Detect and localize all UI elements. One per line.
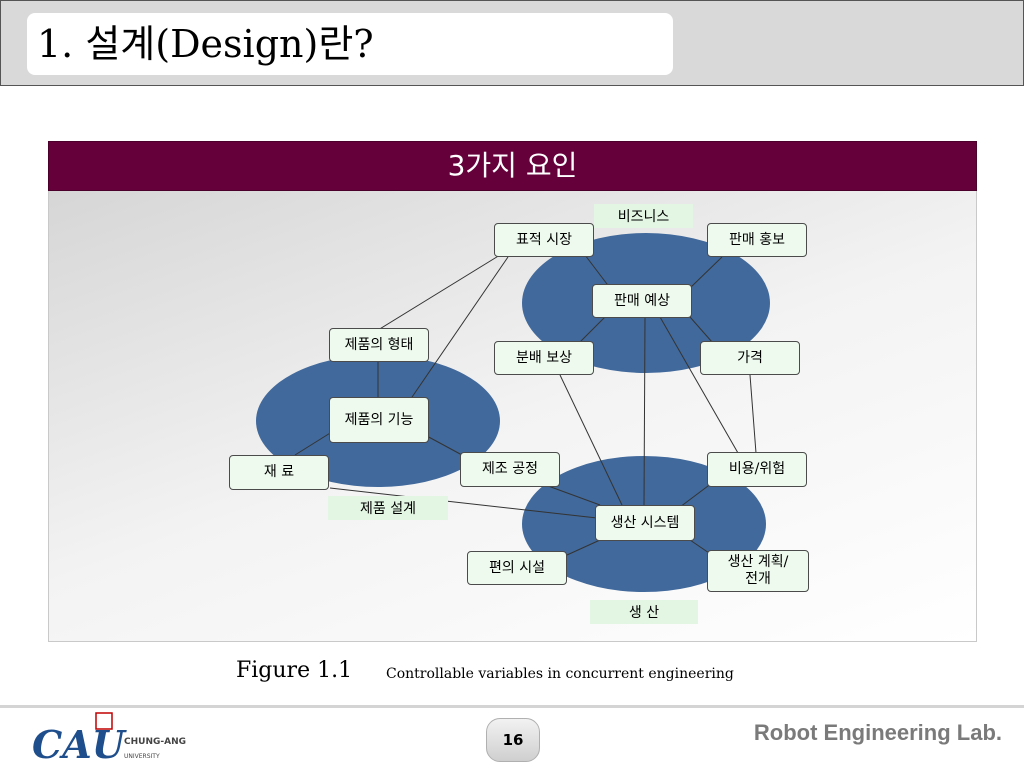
logo-red-square xyxy=(95,712,113,730)
line-target-form xyxy=(377,254,501,331)
line-promo-forecast xyxy=(689,256,723,289)
node-facilities: 편의 시설 xyxy=(467,551,567,585)
node-manufacturing-process: 제조 공정 xyxy=(460,452,560,487)
node-cost-risk: 비용/위험 xyxy=(707,452,807,487)
university-logo: CAU CHUNG-ANG UNIVERSITY xyxy=(32,712,186,766)
logo-mark: CAU xyxy=(32,722,128,766)
node-sales-promotion: 판매 홍보 xyxy=(707,223,807,257)
line-function-material xyxy=(294,429,336,456)
group-label-production: 생 산 xyxy=(590,600,698,624)
logo-text-line2: UNIVERSITY xyxy=(124,753,160,760)
group-label-business: 비즈니스 xyxy=(594,204,693,228)
page-number: 16 xyxy=(486,718,540,762)
node-product-form: 제품의 형태 xyxy=(329,328,429,362)
footer-divider xyxy=(0,705,1024,708)
figure-caption: Controllable variables in concurrent eng… xyxy=(386,666,734,682)
factors-banner: 3가지 요인 xyxy=(48,141,977,191)
slide-header: 1. 설계(Design)란? xyxy=(0,0,1024,86)
line-target-function xyxy=(409,256,509,401)
line-forecast-distribution xyxy=(579,316,606,343)
lab-name: Robot Engineering Lab. xyxy=(753,720,1002,745)
line-forecast-cost xyxy=(659,316,739,454)
line-function-process xyxy=(424,434,463,456)
node-sales-forecast: 판매 예상 xyxy=(592,284,692,318)
node-production-system: 생산 시스템 xyxy=(595,505,695,541)
group-label-product-design: 제품 설계 xyxy=(328,496,448,520)
title-box xyxy=(27,13,673,75)
line-distribution-production xyxy=(559,374,623,506)
line-target-forecast xyxy=(584,254,611,289)
node-production-plan: 생산 계획/ 전개 xyxy=(707,550,809,592)
figure-number: Figure 1.1 xyxy=(236,658,353,683)
logo-text-line1: CHUNG-ANG xyxy=(124,737,186,747)
node-material: 재 료 xyxy=(229,455,329,490)
line-price-cost xyxy=(749,374,757,454)
line-forecast-price xyxy=(689,316,713,343)
node-distribution-compensation: 분배 보상 xyxy=(494,341,594,375)
line-production-facilities xyxy=(566,539,601,556)
slide-title: 1. 설계(Design)란? xyxy=(37,22,374,66)
node-price: 가격 xyxy=(700,341,800,375)
node-product-function: 제품의 기능 xyxy=(329,397,429,443)
banner-title: 3가지 요인 xyxy=(447,149,578,182)
node-target-market: 표적 시장 xyxy=(494,223,594,257)
line-forecast-production xyxy=(643,316,646,506)
line-material-production xyxy=(329,487,598,519)
line-cost-production xyxy=(679,482,713,508)
